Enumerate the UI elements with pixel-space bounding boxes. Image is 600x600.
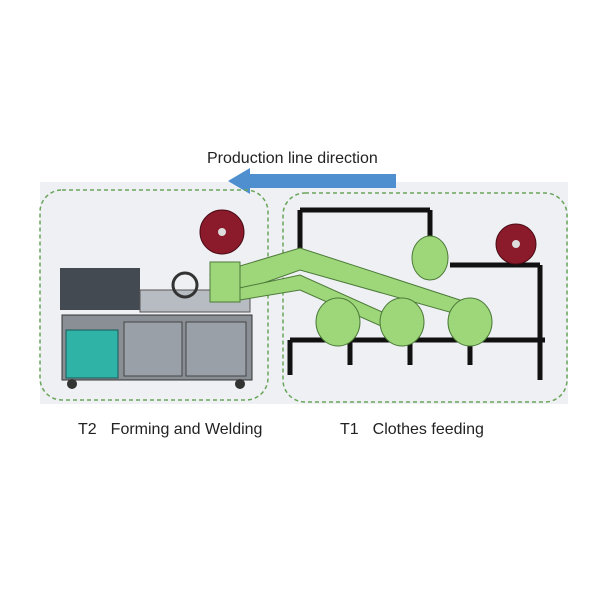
control-cabinet xyxy=(65,329,119,379)
section-label-t1: T1 Clothes feeding xyxy=(340,421,484,439)
direction-arrow-icon xyxy=(228,168,396,194)
t1-section-border xyxy=(282,192,568,403)
section-name: Clothes feeding xyxy=(372,421,484,438)
rollers xyxy=(315,235,493,347)
forming-welding-machine xyxy=(60,209,253,389)
section-name: Forming and Welding xyxy=(110,421,263,438)
diagram-title: Production line direction xyxy=(207,150,378,167)
section-code: T2 xyxy=(78,421,97,438)
section-code: T1 xyxy=(340,421,359,438)
section-label-t2: T2 Forming and Welding xyxy=(78,421,262,439)
fabric-webs xyxy=(209,247,461,331)
